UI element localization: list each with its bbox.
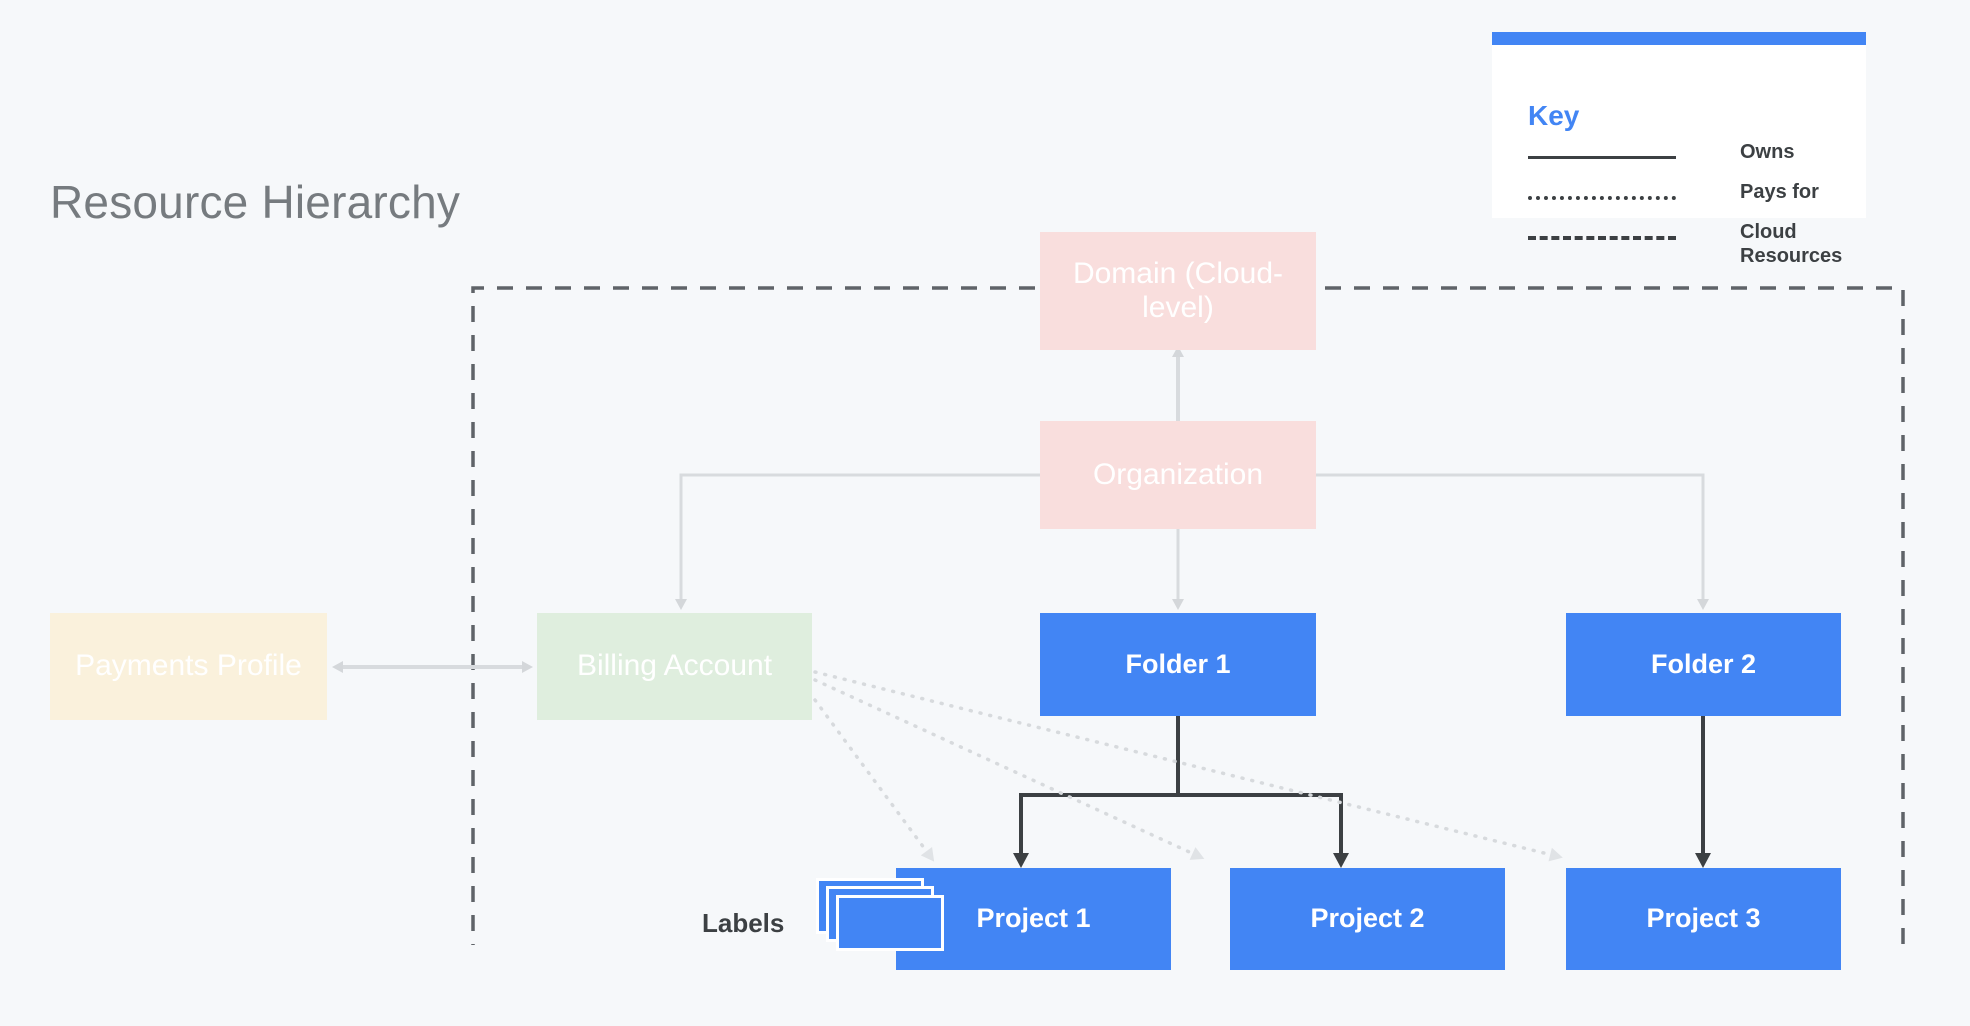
node-folder-1-label: Folder 1: [1125, 648, 1231, 679]
solid-line-icon: [1528, 156, 1676, 159]
key-legend-card: Key Owns Pays for Cloud Resources: [1492, 32, 1866, 267]
node-domain[interactable]: Domain (Cloud-level): [1040, 232, 1316, 350]
label-card-front: [836, 895, 944, 951]
labels-caption: Labels: [702, 908, 785, 938]
page-title: Resource Hierarchy: [50, 176, 461, 228]
node-project-1[interactable]: Project 1: [896, 868, 1171, 970]
key-title: Key: [1528, 100, 1580, 131]
dotted-line-icon: [1528, 196, 1676, 200]
key-row-owns: Owns: [1528, 141, 1848, 172]
node-folder-2[interactable]: Folder 2: [1566, 613, 1841, 716]
edge-organization-billing: [675, 473, 1040, 610]
node-billing-account-label: Billing Account: [576, 649, 773, 683]
node-project-3[interactable]: Project 3: [1566, 868, 1841, 970]
node-project-2-label: Project 2: [1310, 903, 1425, 934]
node-billing-account[interactable]: Billing Account: [537, 613, 812, 720]
edge-folder1-projects-trunk: [1021, 716, 1341, 797]
node-organization-label: Organization: [1092, 457, 1264, 491]
key-label-pays-for: Pays for: [1740, 181, 1819, 203]
dashed-line-icon: [1528, 236, 1676, 240]
edge-organization-folder2: [1316, 473, 1709, 610]
node-payments-profile[interactable]: Payments Profile: [50, 613, 327, 720]
labels-stack-icon: [816, 878, 946, 953]
edge-billing-project3: [813, 670, 1563, 862]
key-label-owns: Owns: [1740, 141, 1795, 163]
node-project-1-label: Project 1: [976, 903, 1091, 934]
node-folder-2-label: Folder 2: [1650, 648, 1757, 679]
key-accent-bar: [1492, 32, 1866, 45]
cloud-resources-boundary: [471, 286, 1905, 945]
node-folder-1[interactable]: Folder 1: [1040, 613, 1316, 716]
node-project-2[interactable]: Project 2: [1230, 868, 1505, 970]
node-organization[interactable]: Organization: [1040, 421, 1316, 529]
key-label-cloud-resources: Cloud Resources: [1740, 221, 1843, 267]
edge-billing-project2: [813, 678, 1205, 860]
node-project-3-label: Project 3: [1646, 903, 1761, 934]
key-row-cloud-resources: Cloud Resources: [1528, 221, 1848, 267]
key-row-pays-for: Pays for: [1528, 181, 1848, 212]
edge-billing-project1: [813, 698, 935, 862]
node-payments-profile-label: Payments Profile: [75, 649, 302, 683]
node-domain-label: Domain (Cloud-level): [1072, 256, 1284, 325]
